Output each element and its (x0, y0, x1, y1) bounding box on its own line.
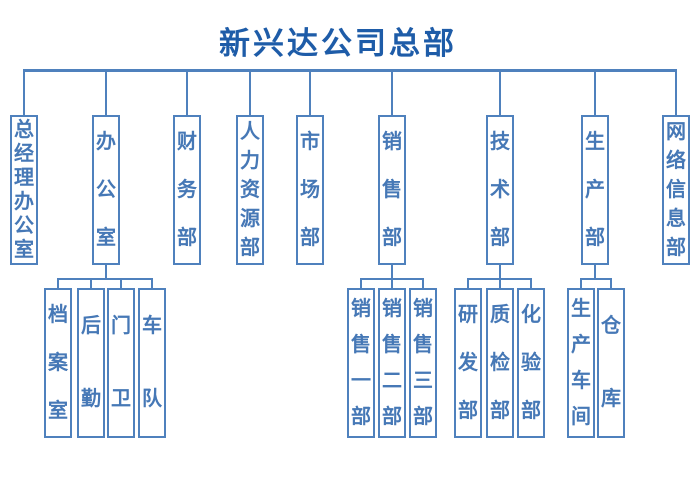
dept-box-network-info: 网络信息部 (662, 115, 690, 265)
sub-box-sales-3: 销售三部 (409, 288, 437, 438)
children-rail-production (580, 278, 612, 280)
sub-label-lab: 化验部 (521, 304, 541, 422)
parent-drop-production (594, 265, 596, 280)
sub-label-sales-3: 销售三部 (413, 298, 433, 428)
drop-line-production (594, 70, 596, 115)
sub-label-motorcade: 车队 (142, 315, 162, 410)
children-rail-office (57, 278, 153, 280)
child-drop-gatekeeper (120, 280, 122, 288)
child-drop-sales-1 (360, 280, 362, 288)
sub-box-gatekeeper: 门卫 (107, 288, 135, 438)
chart-title: 新兴达公司总部 (219, 26, 457, 61)
sub-label-sales-1: 销售一部 (351, 298, 371, 428)
parent-drop-office (105, 265, 107, 280)
sub-box-quality: 质检部 (486, 288, 514, 438)
child-drop-quality (499, 280, 501, 288)
dept-box-hr: 人力资源部 (236, 115, 264, 265)
child-drop-logistics (90, 280, 92, 288)
dept-label-marketing: 市场部 (300, 131, 320, 249)
sub-box-sales-2: 销售二部 (378, 288, 406, 438)
dept-box-production: 生产部 (581, 115, 609, 265)
drop-line-gm-office (23, 70, 25, 115)
dept-box-gm-office: 总经理办公室 (10, 115, 38, 265)
drop-line-network-info (675, 70, 677, 115)
sub-label-rnd: 研发部 (458, 304, 478, 422)
drop-line-marketing (309, 70, 311, 115)
dept-label-network-info: 网络信息部 (666, 120, 686, 259)
drop-line-office (105, 70, 107, 115)
sub-label-logistics: 后勤 (81, 315, 101, 410)
dept-box-office: 办公室 (92, 115, 120, 265)
dept-label-office: 办公室 (96, 131, 116, 249)
drop-line-sales (391, 70, 393, 115)
sub-label-quality: 质检部 (490, 304, 510, 422)
dept-label-gm-office: 总经理办公室 (14, 119, 34, 261)
children-rail-sales (360, 278, 424, 280)
top-rail-line (23, 69, 677, 72)
dept-box-technology: 技术部 (486, 115, 514, 265)
child-drop-rnd (467, 280, 469, 288)
dept-label-technology: 技术部 (490, 131, 510, 249)
sub-box-motorcade: 车队 (138, 288, 166, 438)
child-drop-warehouse (610, 280, 612, 288)
child-drop-archives (57, 280, 59, 288)
sub-box-workshop: 生产车间 (567, 288, 595, 438)
sub-box-logistics: 后勤 (77, 288, 105, 438)
sub-label-archives: 档案室 (48, 304, 68, 422)
child-drop-motorcade (151, 280, 153, 288)
sub-label-sales-2: 销售二部 (382, 298, 402, 428)
dept-label-finance: 财务部 (177, 131, 197, 249)
parent-drop-sales (391, 265, 393, 280)
drop-line-hr (249, 70, 251, 115)
drop-line-finance (186, 70, 188, 115)
sub-box-rnd: 研发部 (454, 288, 482, 438)
child-drop-workshop (580, 280, 582, 288)
sub-label-workshop: 生产车间 (571, 298, 591, 428)
dept-label-production: 生产部 (585, 131, 605, 249)
children-rail-technology (467, 278, 532, 280)
sub-label-warehouse: 仓库 (601, 315, 621, 410)
sub-box-archives: 档案室 (44, 288, 72, 438)
dept-box-sales: 销售部 (378, 115, 406, 265)
dept-label-sales: 销售部 (382, 131, 402, 249)
child-drop-sales-3 (422, 280, 424, 288)
child-drop-lab (530, 280, 532, 288)
child-drop-sales-2 (391, 280, 393, 288)
dept-label-hr: 人力资源部 (240, 120, 260, 259)
parent-drop-technology (499, 265, 501, 280)
dept-box-marketing: 市场部 (296, 115, 324, 265)
sub-label-gatekeeper: 门卫 (111, 315, 131, 410)
sub-box-warehouse: 仓库 (597, 288, 625, 438)
sub-box-sales-1: 销售一部 (347, 288, 375, 438)
drop-line-technology (499, 70, 501, 115)
sub-box-lab: 化验部 (517, 288, 545, 438)
dept-box-finance: 财务部 (173, 115, 201, 265)
